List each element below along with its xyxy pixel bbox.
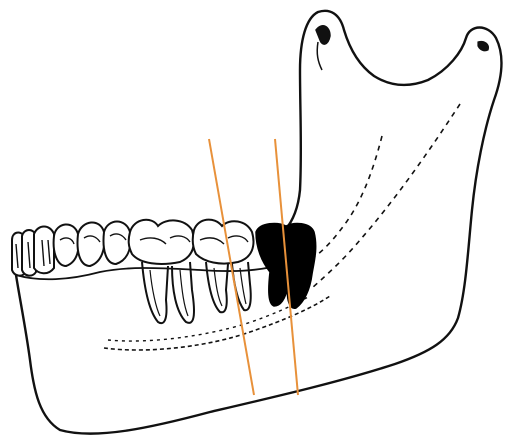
premolar-tooth — [104, 222, 131, 265]
molar-crown — [129, 220, 194, 264]
premolar-tooth — [54, 224, 79, 266]
premolar-tooth — [78, 222, 105, 266]
condyle-detail — [316, 26, 330, 44]
coronoid-detail — [478, 41, 488, 50]
molar-crown — [193, 220, 254, 264]
first-molar-roots — [142, 262, 168, 323]
reference-line-anterior — [209, 139, 254, 395]
anterior-teeth — [12, 227, 54, 276]
internal-oblique-ridge — [312, 104, 460, 288]
canine-tooth — [34, 227, 54, 274]
condyle-neck — [317, 42, 322, 70]
mylohyoid-ridge — [306, 136, 382, 262]
